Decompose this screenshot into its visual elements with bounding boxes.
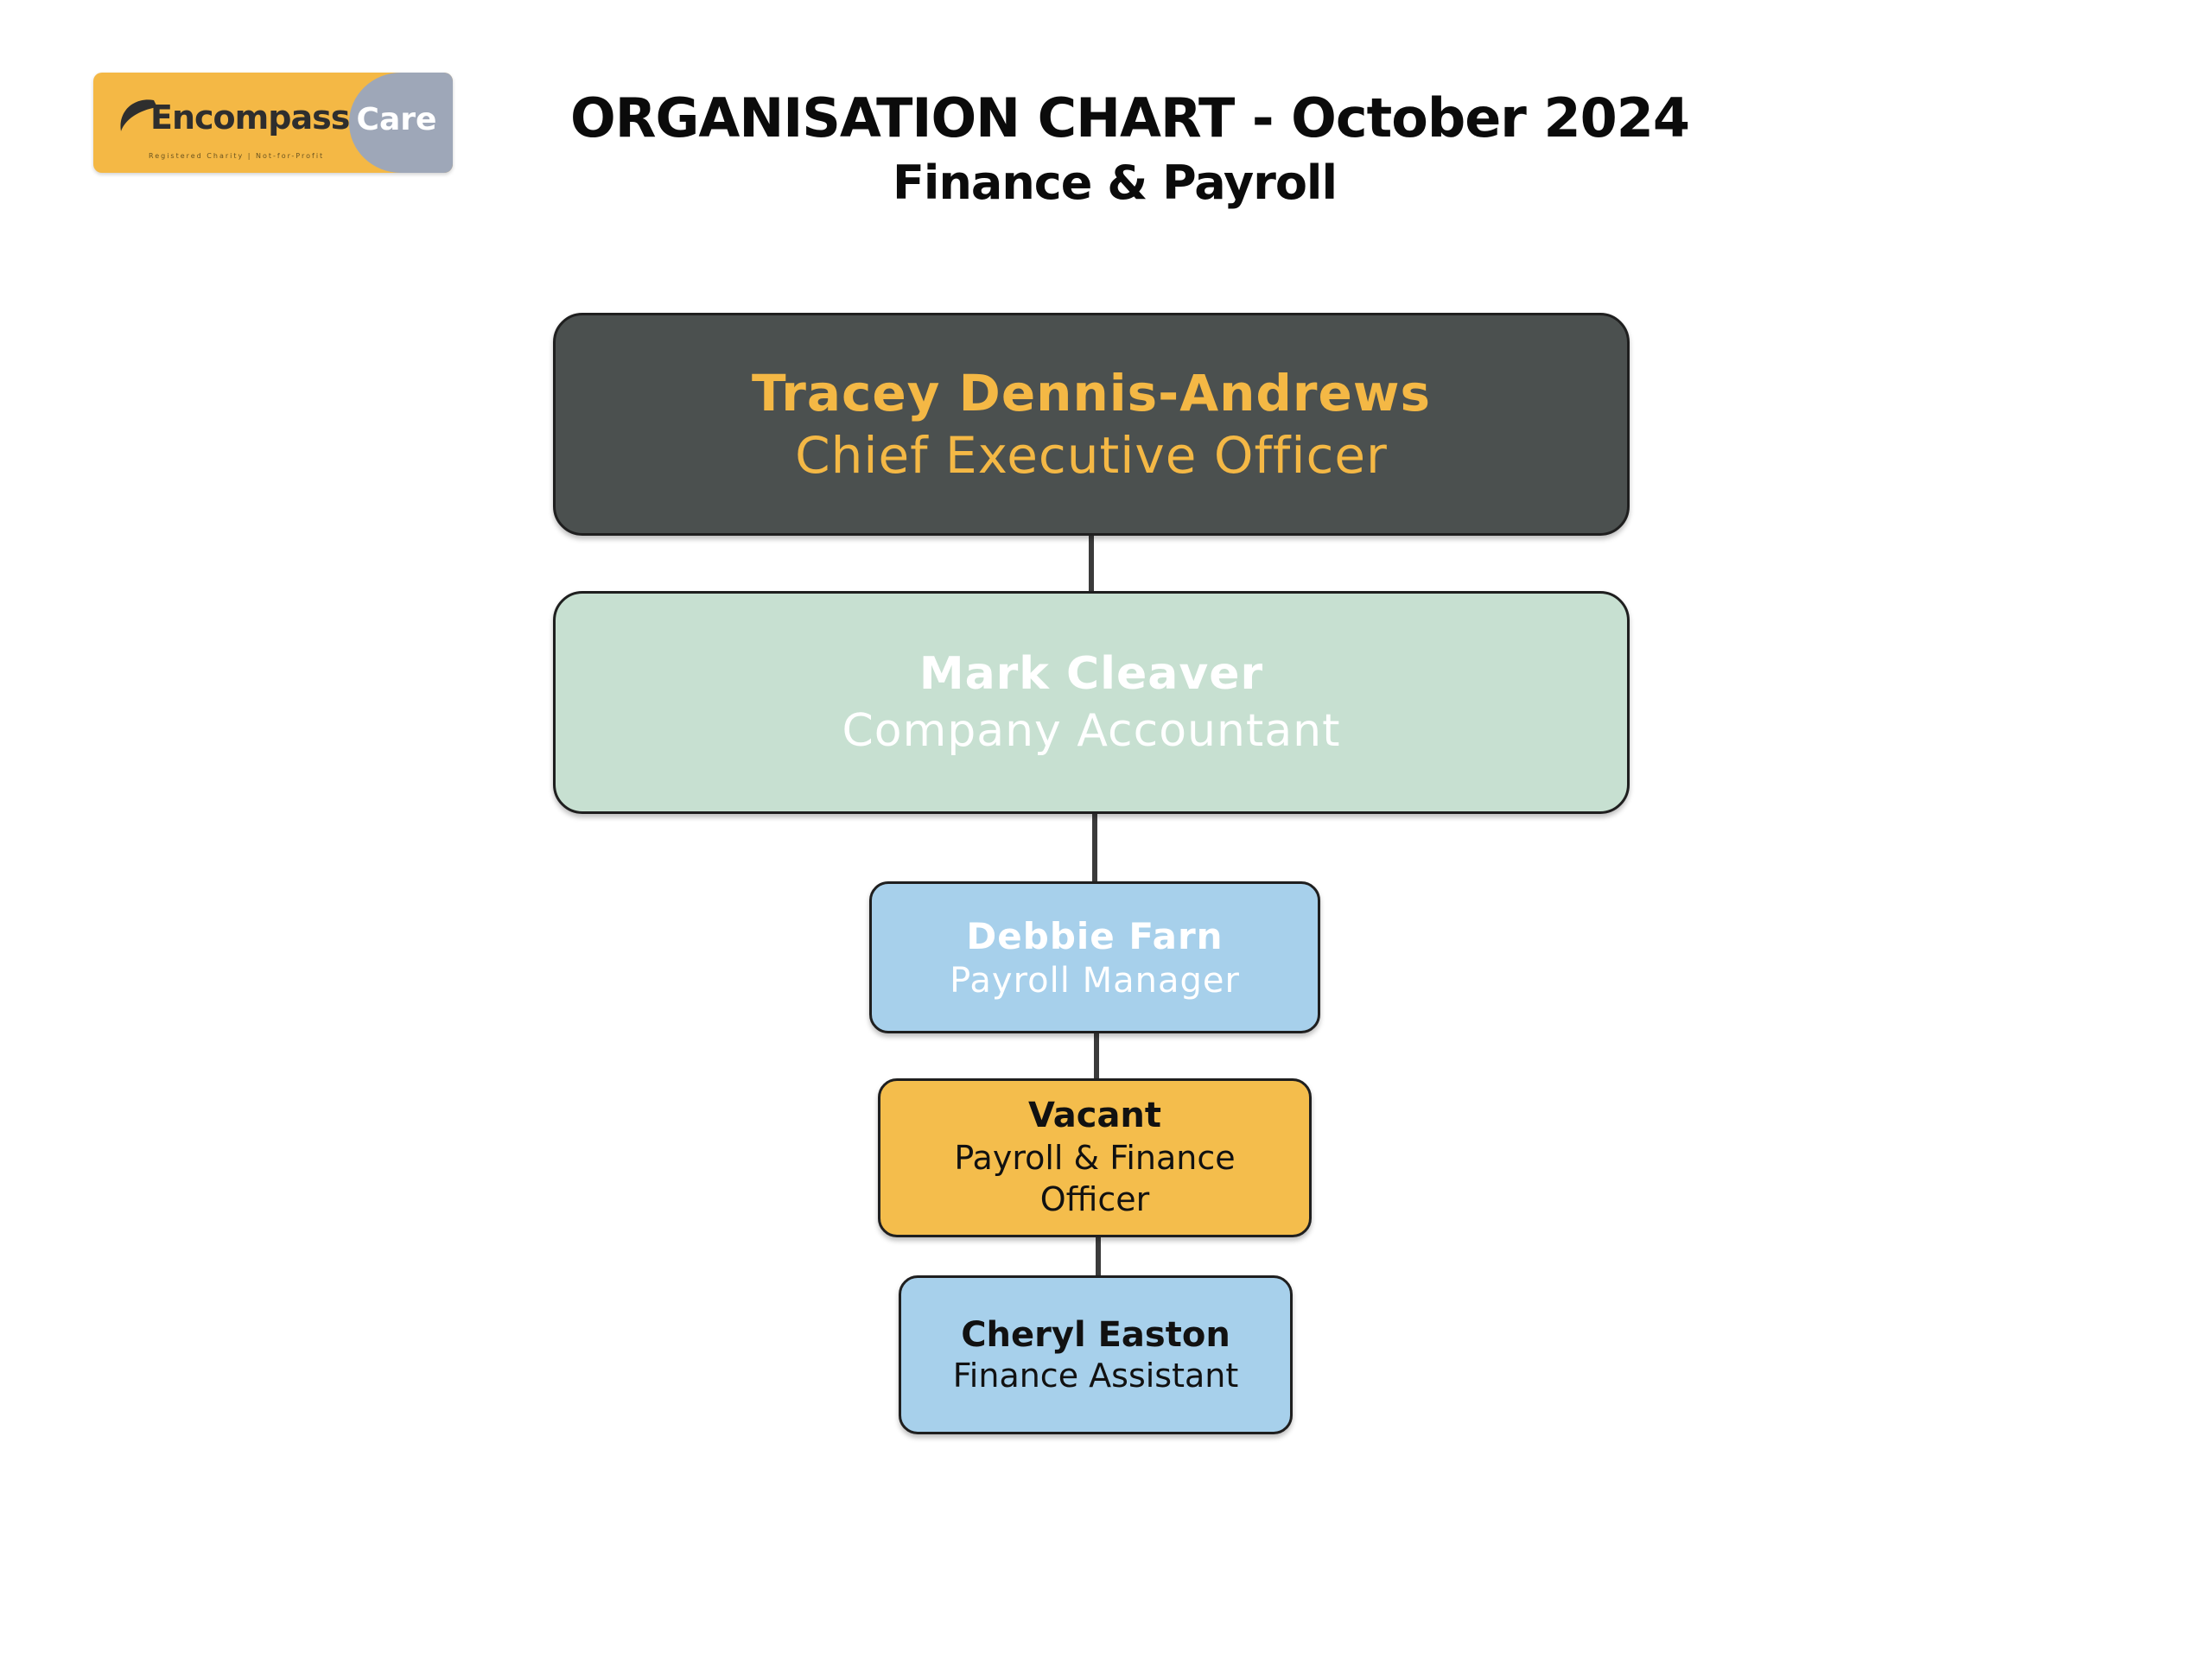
node-name: Cheryl Easton [961,1315,1230,1355]
node-name: Mark Cleaver [918,648,1264,700]
node-role: Company Accountant [842,705,1341,757]
node-role: Payroll & Finance Officer [954,1139,1236,1218]
node-name: Tracey Dennis-Andrews [752,364,1431,423]
connector-vacant-finance-assistant [1096,1237,1101,1277]
company-logo: Encompass Care Registered Charity | Not-… [93,73,453,173]
node-role: Payroll Manager [950,960,1240,1001]
org-node-payroll-manager: Debbie Farn Payroll Manager [869,881,1320,1033]
org-node-vacant: Vacant Payroll & Finance Officer [878,1078,1312,1237]
connector-accountant-payroll-manager [1092,814,1097,883]
logo-care-text: Care [356,102,437,137]
logo-grey-panel [349,73,453,173]
connector-ceo-accountant [1089,536,1094,593]
page-subtitle: Finance & Payroll [893,156,1338,210]
page-title: ORGANISATION CHART - October 2024 [570,86,1690,149]
node-name: Debbie Farn [966,914,1224,957]
org-node-accountant: Mark Cleaver Company Accountant [553,591,1630,814]
connector-payroll-manager-vacant [1094,1033,1099,1080]
org-node-ceo: Tracey Dennis-Andrews Chief Executive Of… [553,313,1630,536]
swoosh-icon [120,99,157,131]
org-node-finance-assistant: Cheryl Easton Finance Assistant [899,1275,1293,1434]
node-role: Chief Executive Officer [795,426,1388,485]
node-name: Vacant [1027,1096,1162,1135]
logo-brand-text: Encompass [150,99,350,137]
node-role: Finance Assistant [952,1357,1239,1395]
logo-tagline: Registered Charity | Not-for-Profit [149,152,325,160]
